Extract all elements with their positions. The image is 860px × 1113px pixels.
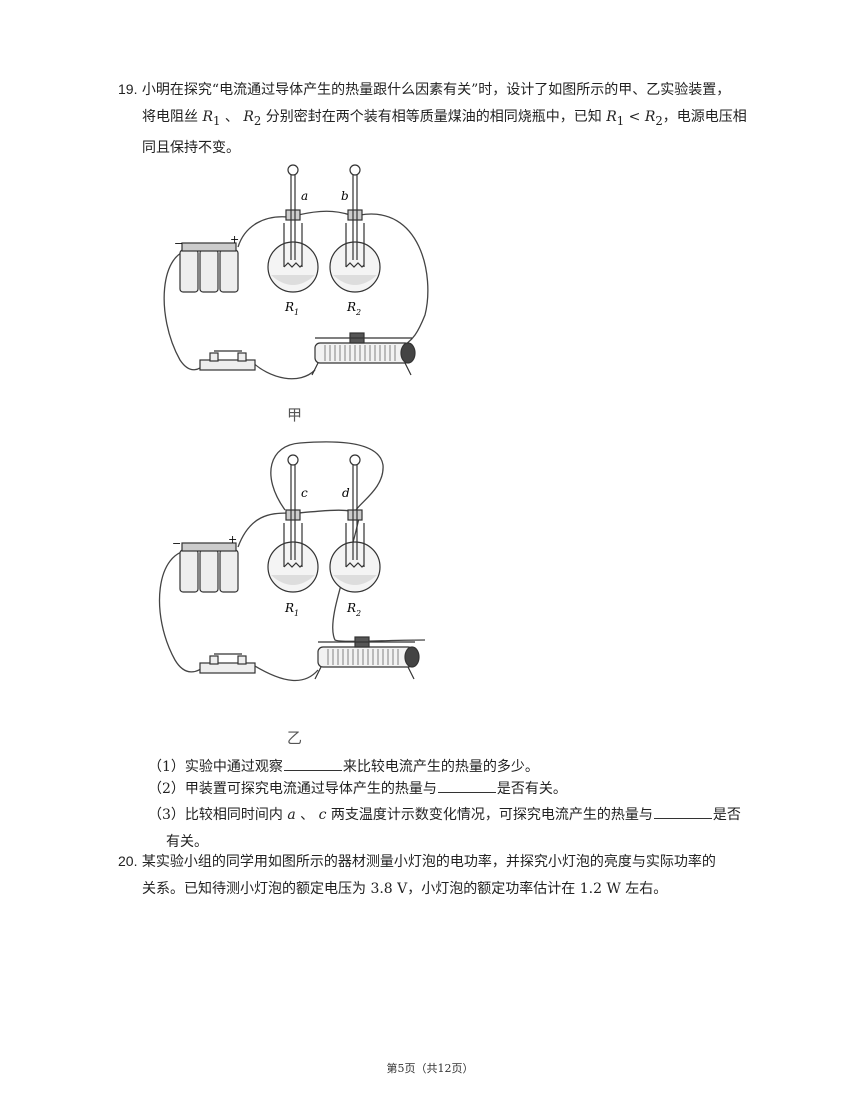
flask-r2	[329, 164, 381, 293]
q20-line2: 关系。已知待测小灯泡的额定电压为 3.8 V，小灯泡的额定功率估计在 1.2 W…	[142, 881, 668, 897]
wire-flask2-rheostat	[359, 213, 429, 346]
q19-line3: 同且保持不变。	[142, 139, 240, 156]
label-r1: R1	[284, 300, 299, 317]
minus-terminal: −	[174, 237, 183, 250]
question-20: 20. 某实验小组的同学用如图所示的器材测量小灯泡的电功率，并探究小灯泡的亮度与…	[118, 848, 768, 903]
flask-r1	[267, 164, 319, 293]
label-d: d	[342, 486, 350, 500]
wire-flask1-flask2	[297, 210, 351, 216]
q19-line2: 将电阻丝 R1 、 R2 分别密封在两个装有相等质量煤油的相同烧瓶中，已知 R1…	[142, 109, 747, 128]
wire-flask1-flask2	[297, 509, 351, 514]
rheostat-icon	[311, 332, 416, 376]
question-19: 19. 小明在探究“电流通过导体产生的热量跟什么因素有关”时，设计了如图所示的甲…	[118, 76, 768, 162]
plus-terminal: +	[228, 533, 237, 546]
plus-terminal: +	[230, 233, 239, 246]
minus-terminal: −	[172, 537, 181, 550]
label-r2: R2	[346, 300, 361, 317]
flask-r2	[329, 454, 381, 593]
sub-question-1: （1）实验中通过观察来比较电流产生的热量的多少。	[148, 754, 763, 781]
answer-blank-1	[283, 756, 342, 771]
q20-line1: 20. 某实验小组的同学用如图所示的器材测量小灯泡的电功率，并探究小灯泡的亮度与…	[118, 853, 716, 870]
wire-switch-rheostat	[249, 662, 319, 682]
page-footer: 第5页（共12页）	[386, 1062, 474, 1075]
figure-yi: − + c d R1 R2	[158, 441, 426, 682]
switch-icon	[199, 350, 256, 371]
flask-r1	[267, 454, 319, 593]
wire-top-loop	[270, 441, 384, 514]
label-a: a	[301, 189, 308, 203]
wire-switch-rheostat	[249, 359, 316, 380]
label-c: c	[301, 486, 308, 500]
switch-icon	[199, 653, 256, 674]
wire-battery-flask1	[237, 216, 289, 248]
battery-icon	[179, 242, 239, 293]
rheostat-icon	[314, 636, 420, 680]
answer-blank-2	[437, 778, 496, 793]
sub-question-2: （2）甲装置可探究电流通过导体产生的热量与是否有关。	[148, 776, 763, 803]
label-r2: R2	[346, 601, 361, 618]
wire-battery-switch	[158, 549, 206, 673]
q20-number: 20.	[118, 853, 138, 869]
q19-number: 19.	[118, 81, 138, 97]
figure-jia: − + a b R1 R2	[163, 164, 429, 380]
answer-blank-3	[653, 804, 712, 819]
figure-jia-caption: 甲	[287, 406, 303, 424]
figure-yi-caption: 乙	[287, 729, 303, 747]
battery-icon	[179, 542, 239, 593]
label-b: b	[341, 189, 349, 203]
wire-battery-flask1	[237, 512, 289, 548]
sub-question-3: （3）比较相同时间内 a 、 c 两支温度计示数变化情况，可探究电流产生的热量与…	[148, 802, 763, 856]
label-r1: R1	[284, 601, 299, 618]
wire-battery-switch	[163, 249, 206, 371]
q19-line1: 19. 小明在探究“电流通过导体产生的热量跟什么因素有关”时，设计了如图所示的甲…	[118, 81, 731, 98]
